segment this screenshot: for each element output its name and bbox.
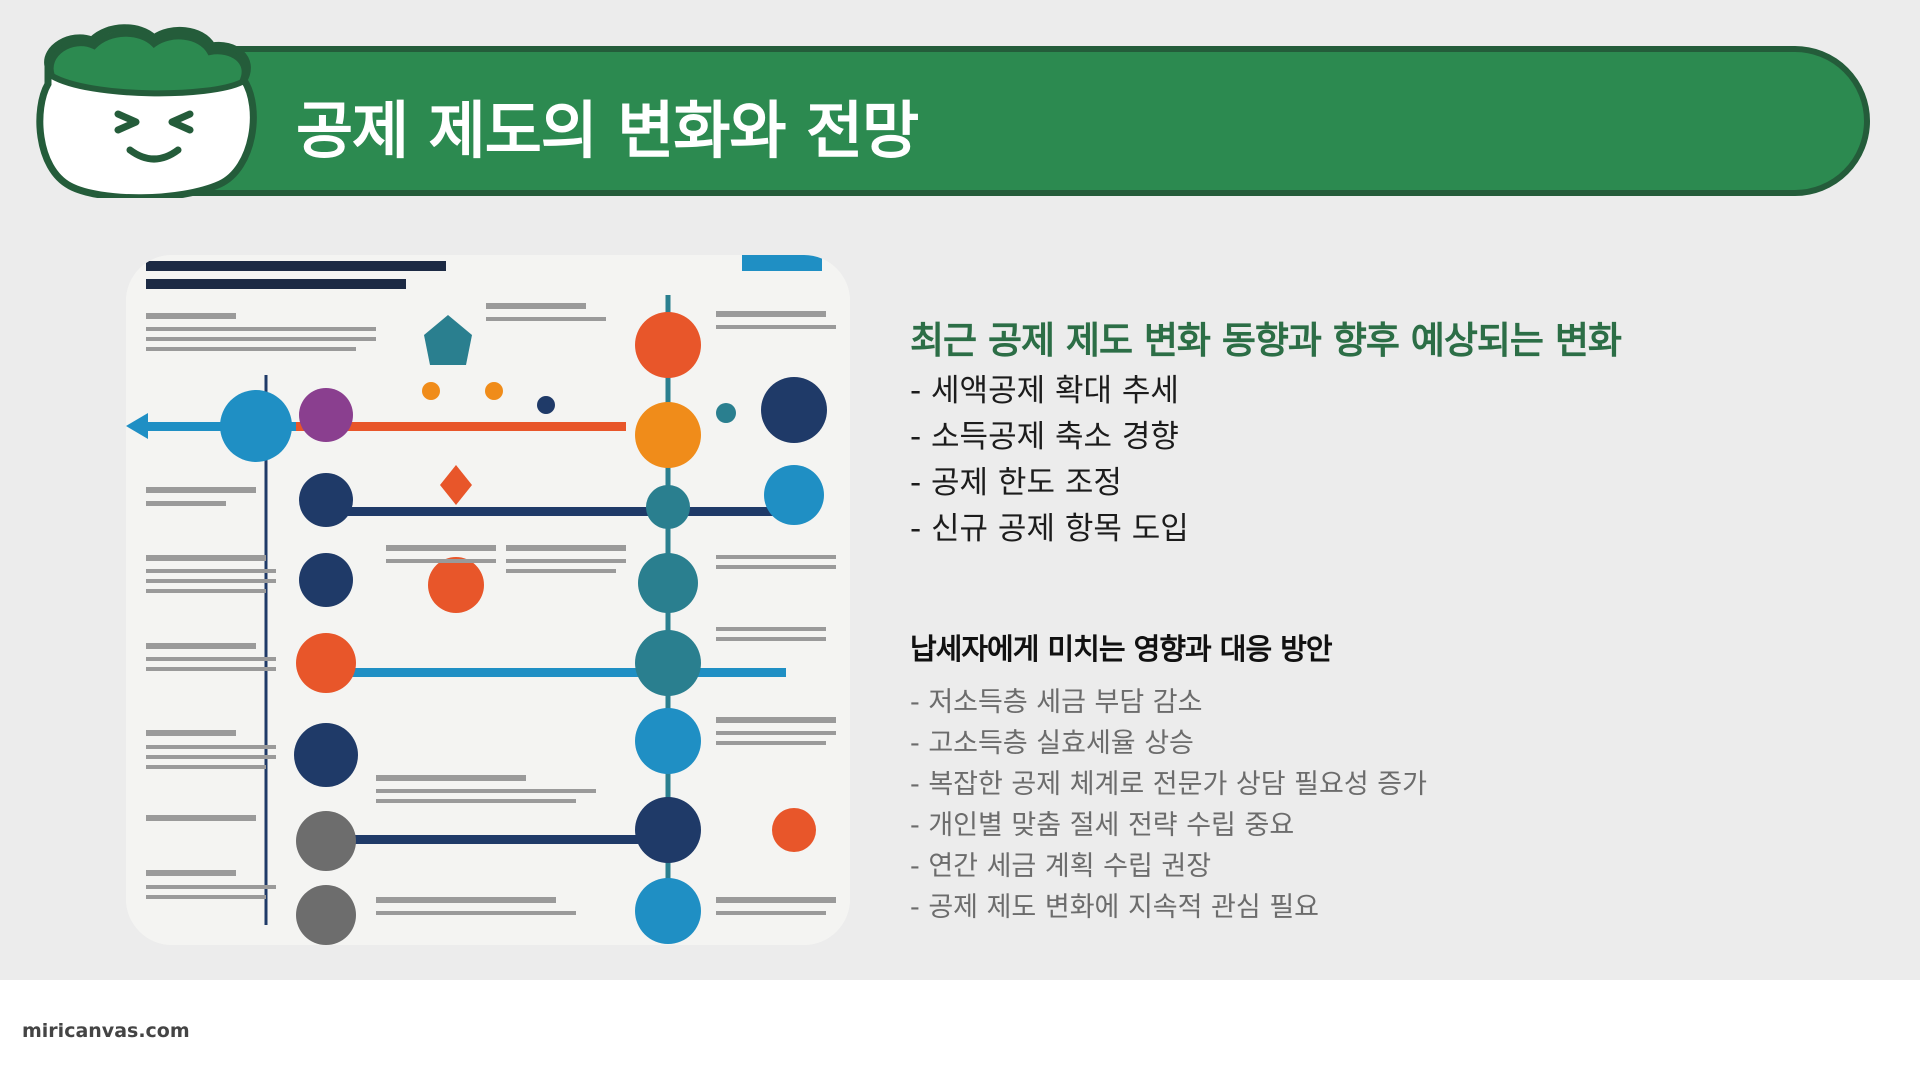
section-heading: 최근 공제 제도 변화 동향과 향후 예상되는 변화: [910, 319, 1622, 362]
list-item: - 공제 제도 변화에 지속적 관심 필요: [910, 892, 1319, 923]
list-item: - 저소득층 세금 부담 감소: [910, 687, 1203, 718]
trend-list: - 세액공제 확대 추세 - 소득공제 축소 경향 - 공제 한도 조정 - 신…: [910, 368, 1189, 552]
footer-site-link[interactable]: miricanvas.com: [22, 1020, 190, 1042]
list-item: - 신규 공제 항목 도입: [910, 511, 1189, 547]
list-item: - 소득공제 축소 경향: [910, 419, 1179, 455]
impact-list: - 저소득층 세금 부담 감소 - 고소득층 실효세율 상승 - 복잡한 공제 …: [910, 682, 1427, 928]
list-item: - 연간 세금 계획 수립 권장: [910, 851, 1212, 882]
list-item: - 개인별 맞춤 절세 전략 수립 중요: [910, 810, 1295, 841]
infographic-image: [126, 255, 850, 945]
list-item: - 세액공제 확대 추세: [910, 373, 1179, 409]
impact-heading: 납세자에게 미치는 영향과 대응 방안: [910, 632, 1333, 666]
page-title: 공제 제도의 변화와 전망: [296, 94, 919, 167]
mascot-icon: [36, 24, 257, 198]
list-item: - 공제 한도 조정: [910, 465, 1122, 501]
list-item: - 고소득층 실효세율 상승: [910, 728, 1194, 759]
list-item: - 복잡한 공제 체계로 전문가 상담 필요성 증가: [910, 769, 1427, 800]
slide-canvas: 공제 제도의 변화와 전망: [0, 0, 1920, 980]
title-banner: [150, 46, 1870, 196]
timeline-infographic-icon: [126, 255, 850, 945]
